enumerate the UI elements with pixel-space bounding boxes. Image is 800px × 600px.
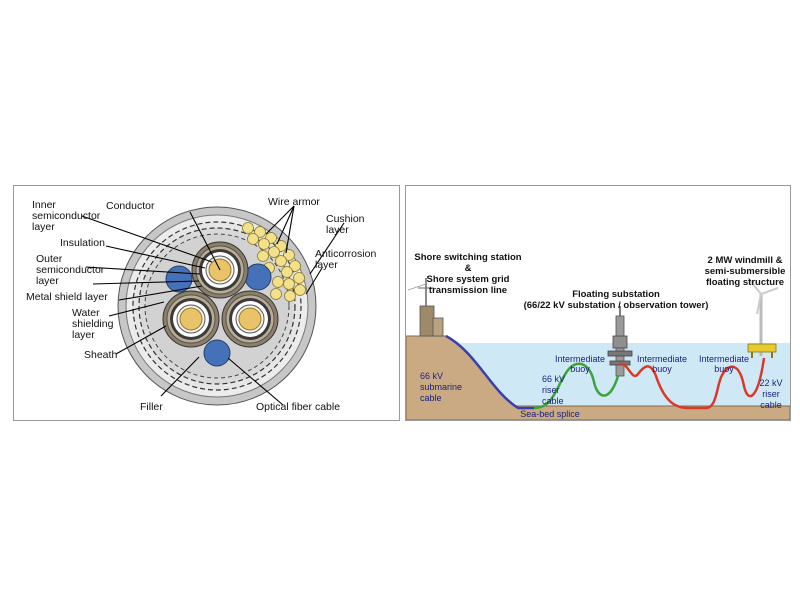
conductor-label: Conductor [106, 200, 155, 212]
submarine-cable-label: submarine [420, 382, 462, 392]
inner-semiconductor-label: layer [32, 221, 55, 233]
windmill-label: floating structure [706, 277, 784, 288]
inner-semiconductor-label: Inner [32, 199, 56, 211]
riser-cable-66kv [533, 362, 620, 410]
outer-semiconductor-label: semiconductor [36, 264, 105, 276]
cushion-layer-label: layer [326, 224, 349, 236]
riser-cable-66kv-label: cable [542, 396, 564, 406]
submarine-cable-66kv [445, 334, 534, 410]
windmill-icon [747, 277, 779, 358]
riser-cable-22kv-label: cable [760, 400, 782, 410]
anticorrosion-layer-label: Anticorrosion [315, 248, 376, 260]
water-shielding-label: shielding [72, 318, 114, 330]
submarine-cable-label: 66 kV [420, 371, 443, 381]
floating-substation-icon [607, 306, 633, 377]
intermediate-buoy-label: buoy [714, 364, 734, 374]
intermediate-buoy-label: buoy [652, 364, 672, 374]
windmill-label: semi-submersible [705, 266, 786, 277]
optical-fiber-cable [244, 263, 272, 291]
optical-fiber-cable [203, 339, 231, 367]
sheath-label: Sheath [84, 349, 117, 361]
power-core [162, 290, 220, 348]
water-shielding-label: Water [72, 307, 100, 319]
intermediate-buoy-label: Intermediate [555, 354, 605, 364]
floating-substation-label: Floating substation [572, 289, 660, 300]
intermediate-buoy-label: Intermediate [699, 354, 749, 364]
leader-lines [81, 205, 345, 406]
power-core [221, 290, 279, 348]
filler-label: Filler [140, 401, 163, 413]
insulation-label: Insulation [60, 237, 105, 249]
cable-system-diagram: Shore switching station & Shore system g… [406, 252, 790, 420]
wire-armor [242, 222, 306, 302]
water-shielding-label: layer [72, 329, 95, 341]
outer-semiconductor-label: layer [36, 275, 59, 287]
shore-station-label: transmission line [429, 285, 507, 296]
sea-bed-splice-label: Sea-bed splice [520, 409, 580, 419]
cushion-layer-label: Cushion [326, 213, 365, 225]
cable-cross-section-diagram: Inner semiconductor layer Conductor Insu… [26, 196, 376, 413]
optical-fiber-cable-label: Optical fiber cable [256, 401, 340, 413]
metal-shield-label: Metal shield layer [26, 291, 108, 303]
inner-semiconductor-label: semiconductor [32, 210, 101, 222]
riser-cable-66kv-label: 66 kV [542, 374, 565, 384]
riser-cable-66kv-label: riser [542, 385, 560, 395]
riser-cable-22kv-label: riser [762, 389, 780, 399]
windmill-label: 2 MW windmill & [708, 255, 783, 266]
shore-station-label: & [465, 263, 472, 274]
intermediate-buoy-label: buoy [570, 364, 590, 374]
submarine-cable-label: cable [420, 393, 442, 403]
outer-semiconductor-label: Outer [36, 253, 63, 265]
floating-substation-label: (66/22 kV substation / observation tower… [524, 300, 709, 311]
riser-cable-22kv-label: 22 kV [759, 378, 782, 388]
wire-armor-label: Wire armor [268, 196, 320, 208]
riser-cable-22kv [619, 357, 766, 410]
shore-station-label: Shore switching station [414, 252, 521, 263]
anticorrosion-layer-label: layer [315, 259, 338, 271]
cable-system-panel: Shore switching station & Shore system g… [405, 185, 791, 421]
shore-station-icon [407, 278, 444, 337]
shore-station-label: Shore system grid [427, 274, 510, 285]
cable-cross-section-panel: Inner semiconductor layer Conductor Insu… [13, 185, 400, 421]
intermediate-buoy-label: Intermediate [637, 354, 687, 364]
